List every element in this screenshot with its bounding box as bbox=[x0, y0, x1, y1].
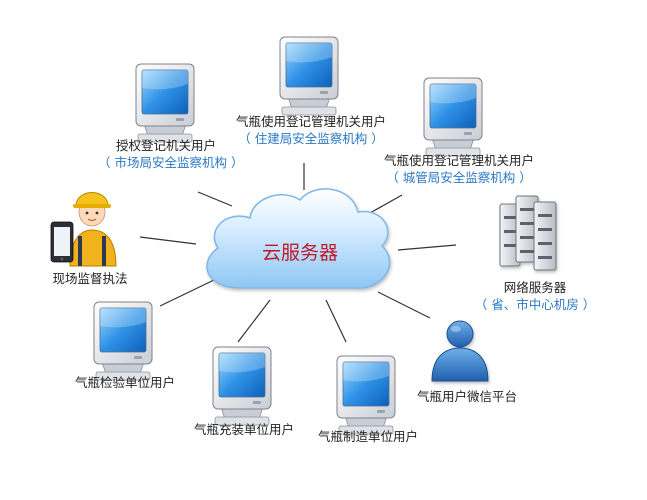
node-title: 网络服务器 bbox=[503, 280, 567, 295]
node-subtitle: （ 城管局安全监察机构 ） bbox=[386, 170, 532, 185]
node-title: 气瓶检验单位用户 bbox=[74, 375, 175, 390]
server-rack-icon bbox=[499, 195, 557, 271]
node-label-manufacture: 气瓶制造单位用户 bbox=[312, 428, 424, 445]
node-title: 气瓶充装单位用户 bbox=[193, 422, 294, 437]
node-label-filling: 气瓶充装单位用户 bbox=[188, 421, 300, 438]
monitor-icon-manufacture bbox=[336, 355, 396, 435]
cloud-server bbox=[206, 188, 391, 289]
cloud-server-label: 云服务器 bbox=[262, 242, 339, 264]
node-label-urban: 气瓶使用登记管理机关用户 （ 城管局安全监察机构 ） bbox=[374, 152, 544, 186]
node-label-wechat: 气瓶用户微信平台 bbox=[408, 388, 526, 405]
node-subtitle: （ 住建局安全监察机构 ） bbox=[238, 131, 384, 146]
node-title: 气瓶使用登记管理机关用户 bbox=[235, 114, 386, 129]
inspector-worker-icon bbox=[50, 192, 117, 267]
node-title: 气瓶使用登记管理机关用户 bbox=[383, 153, 534, 168]
node-label-authorized: 授权登记机关用户 （ 市场局安全监察机构 ） bbox=[98, 137, 244, 171]
node-title: 授权登记机关用户 bbox=[115, 138, 216, 153]
node-label-field: 现场监督执法 bbox=[40, 270, 140, 287]
node-title: 现场监督执法 bbox=[52, 271, 128, 286]
node-label-network: 网络服务器 （ 省、市中心机房 ） bbox=[470, 279, 600, 313]
monitor-icon-authorized bbox=[135, 63, 195, 143]
node-subtitle: （ 市场局安全监察机构 ） bbox=[98, 155, 244, 170]
user-avatar-icon bbox=[431, 320, 489, 382]
connector-lines bbox=[139, 163, 457, 343]
monitor-icon-urban bbox=[423, 77, 483, 157]
monitor-icon-housing bbox=[279, 36, 339, 116]
node-title: 气瓶用户微信平台 bbox=[416, 389, 517, 404]
node-title: 气瓶制造单位用户 bbox=[317, 429, 418, 444]
monitor-icon-filling bbox=[212, 346, 272, 426]
monitor-icon-inspection bbox=[93, 301, 153, 381]
node-label-inspection: 气瓶检验单位用户 bbox=[70, 374, 180, 391]
node-label-housing: 气瓶使用登记管理机关用户 （ 住建局安全监察机构 ） bbox=[226, 113, 396, 147]
node-subtitle: （ 省、市中心机房 ） bbox=[474, 297, 596, 312]
